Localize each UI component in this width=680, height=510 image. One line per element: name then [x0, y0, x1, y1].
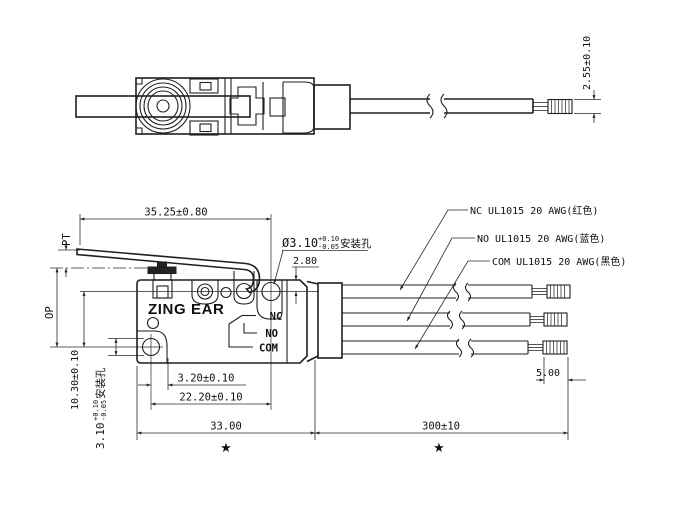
dim-left-hole: 3.10 +0.10 -0.05 安装孔 — [92, 338, 144, 450]
terminal-nc: NC — [270, 311, 283, 323]
latch-features — [189, 78, 219, 136]
leader-no — [406, 237, 475, 322]
dim-hole-vertical: 10.30±0.10 — [70, 291, 86, 410]
dim-wire-od-text: 2.55±0.10 — [582, 36, 593, 90]
dim-left-hole-tol-plus: +0.10 — [92, 400, 100, 421]
dim-left-hole-tol-minus: -0.05 — [100, 400, 108, 421]
dim-tip-length: 5.00 — [536, 357, 586, 384]
dim-body-length: 33.00 ★ — [136, 360, 316, 456]
dim-op-text: OP — [44, 306, 56, 319]
cable-boot-front-view — [317, 282, 343, 359]
hinge-hole-2 — [235, 282, 253, 300]
boot-transition — [306, 280, 319, 363]
top-view: 2.55±0.10 — [75, 36, 601, 136]
dim-hole-vertical-text: 10.30±0.10 — [70, 350, 81, 410]
dim-top-hole-callout: Ø3.10 +0.10 -0.05 安装孔 — [273, 235, 372, 285]
dim-left-hole-suffix: 安装孔 — [94, 367, 107, 399]
break-mark — [426, 93, 434, 119]
wire-top-view — [350, 93, 573, 119]
connector-housing — [282, 81, 315, 134]
wire-strands — [533, 102, 548, 111]
leader-nc — [399, 209, 468, 291]
dim-lever-length: 35.25±0.80 — [79, 207, 271, 245]
dim-pt: PT — [58, 233, 80, 277]
dim-top-hole-tol-minus: -0.05 — [318, 243, 339, 251]
break-mark — [440, 93, 448, 119]
body-corner-steps — [136, 78, 143, 134]
dim-hole-pitch-text: 22.20±0.10 — [179, 392, 242, 404]
dim-body-length-text: 33.00 — [210, 421, 242, 433]
circuit-symbol: NC NO COM — [228, 311, 283, 355]
front-view: ZING EAR NC NO COM — [50, 214, 571, 410]
hinge-rings — [135, 78, 191, 134]
plunger-cross — [229, 86, 265, 126]
star-mark-2: ★ — [433, 441, 445, 456]
plunger — [147, 261, 177, 299]
hinge-tab-2 — [233, 271, 255, 305]
wire-com — [342, 338, 568, 358]
terminal-no: NO — [265, 328, 278, 340]
lever-front-view — [76, 248, 261, 294]
wire-no — [342, 310, 568, 330]
star-mark-1: ★ — [220, 441, 232, 456]
dim-hole-offset-top-text: 2.80 — [293, 256, 317, 267]
dim-pt-text: PT — [61, 233, 73, 246]
leader-com — [414, 260, 490, 350]
lever-top-view — [75, 95, 251, 118]
cable-boot-top-view — [313, 84, 351, 130]
dim-wire-od: 2.55±0.10 — [574, 36, 601, 123]
wire-label-com: COM UL1015 20 AWG(黑色) — [492, 255, 626, 268]
switch-body-front-view — [136, 279, 308, 364]
dim-top-hole-tol-plus: +0.10 — [318, 235, 339, 243]
brand-dot — [146, 316, 160, 330]
dim-hole-pitch: 22.20±0.10 — [150, 392, 271, 406]
dim-top-hole-suffix: 安装孔 — [340, 237, 372, 250]
small-hole — [220, 286, 232, 299]
dim-hole-edge: 3.20±0.10 — [138, 358, 246, 390]
brand-text: ZING EAR — [148, 301, 224, 318]
mount-boss-bottom — [137, 330, 168, 363]
wire-label-no: NO UL1015 20 AWG(蓝色) — [477, 232, 605, 245]
wire-nc — [342, 282, 571, 302]
connector-slot — [269, 97, 286, 117]
wire-callouts: NC UL1015 20 AWG(红色) NO UL1015 20 AWG(蓝色… — [399, 204, 626, 350]
dim-left-hole-dia: 3.10 — [94, 423, 107, 450]
dim-hole-edge-text: 3.20±0.10 — [178, 373, 235, 385]
dim-hole-offset-top: 2.80 — [292, 256, 319, 304]
tinned-tip — [547, 98, 573, 115]
wire-label-nc: NC UL1015 20 AWG(红色) — [470, 204, 598, 217]
terminal-com: COM — [259, 343, 278, 355]
mount-boss-top — [256, 280, 283, 320]
body-split-lines — [224, 78, 232, 134]
dim-wire-length: 300±10 ★ — [315, 384, 569, 456]
hinge-tab-1 — [191, 280, 219, 305]
dim-wire-length-text: 300±10 — [422, 421, 460, 433]
dim-op: OP — [44, 268, 59, 347]
dim-top-hole-dia: Ø3.10 — [282, 236, 318, 250]
dim-tip-length-text: 5.00 — [536, 368, 560, 379]
dim-lever-length-text: 35.25±0.80 — [144, 207, 207, 219]
